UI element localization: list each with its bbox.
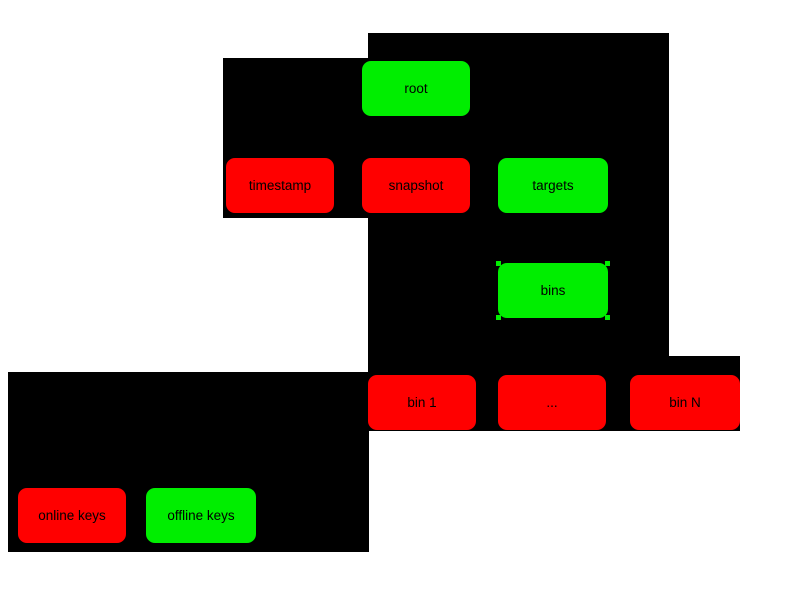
node-snapshot[interactable]: snapshot (362, 158, 470, 213)
node-bin-ellipsis-label: ... (546, 394, 558, 410)
node-bin-n[interactable]: bin N (630, 375, 740, 430)
node-offline-keys-label: offline keys (167, 507, 235, 523)
node-timestamp[interactable]: timestamp (226, 158, 334, 213)
node-bin-n-label: bin N (669, 394, 701, 410)
node-bin-ellipsis[interactable]: ... (498, 375, 606, 430)
node-bins-label: bins (540, 282, 566, 298)
node-bins[interactable]: bins (496, 261, 610, 320)
node-snapshot-label: snapshot (388, 177, 444, 193)
node-bin-1[interactable]: bin 1 (368, 375, 476, 430)
node-offline-keys[interactable]: offline keys (146, 488, 256, 543)
node-bin-1-label: bin 1 (407, 394, 437, 410)
node-targets-label: targets (532, 177, 574, 193)
node-timestamp-label: timestamp (248, 177, 312, 193)
node-online-keys[interactable]: online keys (18, 488, 126, 543)
node-targets[interactable]: targets (498, 158, 608, 213)
node-online-keys-label: online keys (38, 507, 106, 523)
node-root[interactable]: root (362, 61, 470, 116)
node-root-label: root (404, 80, 428, 96)
